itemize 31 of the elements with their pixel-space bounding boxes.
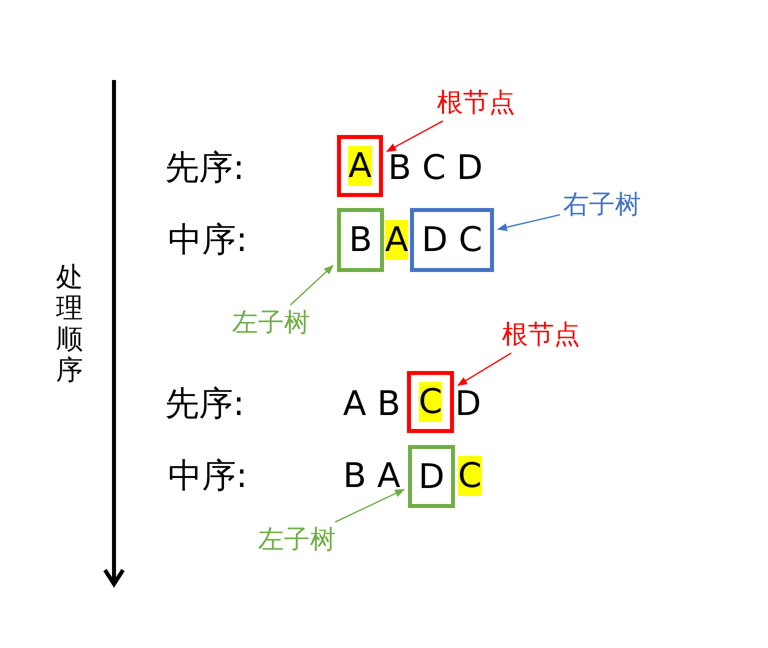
highlighted-letter: C — [458, 456, 482, 496]
leader-arrow — [386, 120, 444, 152]
leader-arrow — [497, 214, 560, 232]
letter: D — [418, 456, 445, 496]
order-label: 先序: — [165, 148, 244, 188]
highlighted-letter: A — [385, 220, 408, 260]
order-label: 先序: — [165, 384, 244, 424]
annotation-label: 左子树 — [232, 308, 310, 338]
outline-box — [408, 445, 455, 508]
annotation-label: 左子树 — [258, 525, 336, 555]
annotation-label: 右子树 — [563, 190, 641, 220]
outline-box — [337, 208, 384, 272]
axis-label: 处理顺序 — [56, 262, 84, 386]
leader-arrow — [457, 352, 512, 386]
letter-sequence: B C D — [388, 148, 483, 188]
annotation-label: 根节点 — [437, 88, 515, 118]
letter: D — [455, 384, 482, 424]
outline-box — [410, 208, 494, 272]
highlighted-letter: C — [418, 382, 442, 422]
outline-box — [337, 135, 383, 197]
order-label: 中序: — [168, 220, 248, 260]
letter: D C — [422, 220, 482, 260]
annotation-label: 根节点 — [502, 320, 580, 350]
leader-arrow — [334, 488, 405, 523]
order-label: 中序: — [168, 456, 248, 496]
letter-sequence: A B — [343, 384, 400, 424]
leader-arrow — [290, 264, 334, 306]
highlighted-letter: A — [348, 146, 372, 186]
outline-box — [407, 371, 454, 433]
letter-sequence: B A — [343, 456, 400, 496]
letter: B — [348, 220, 372, 260]
